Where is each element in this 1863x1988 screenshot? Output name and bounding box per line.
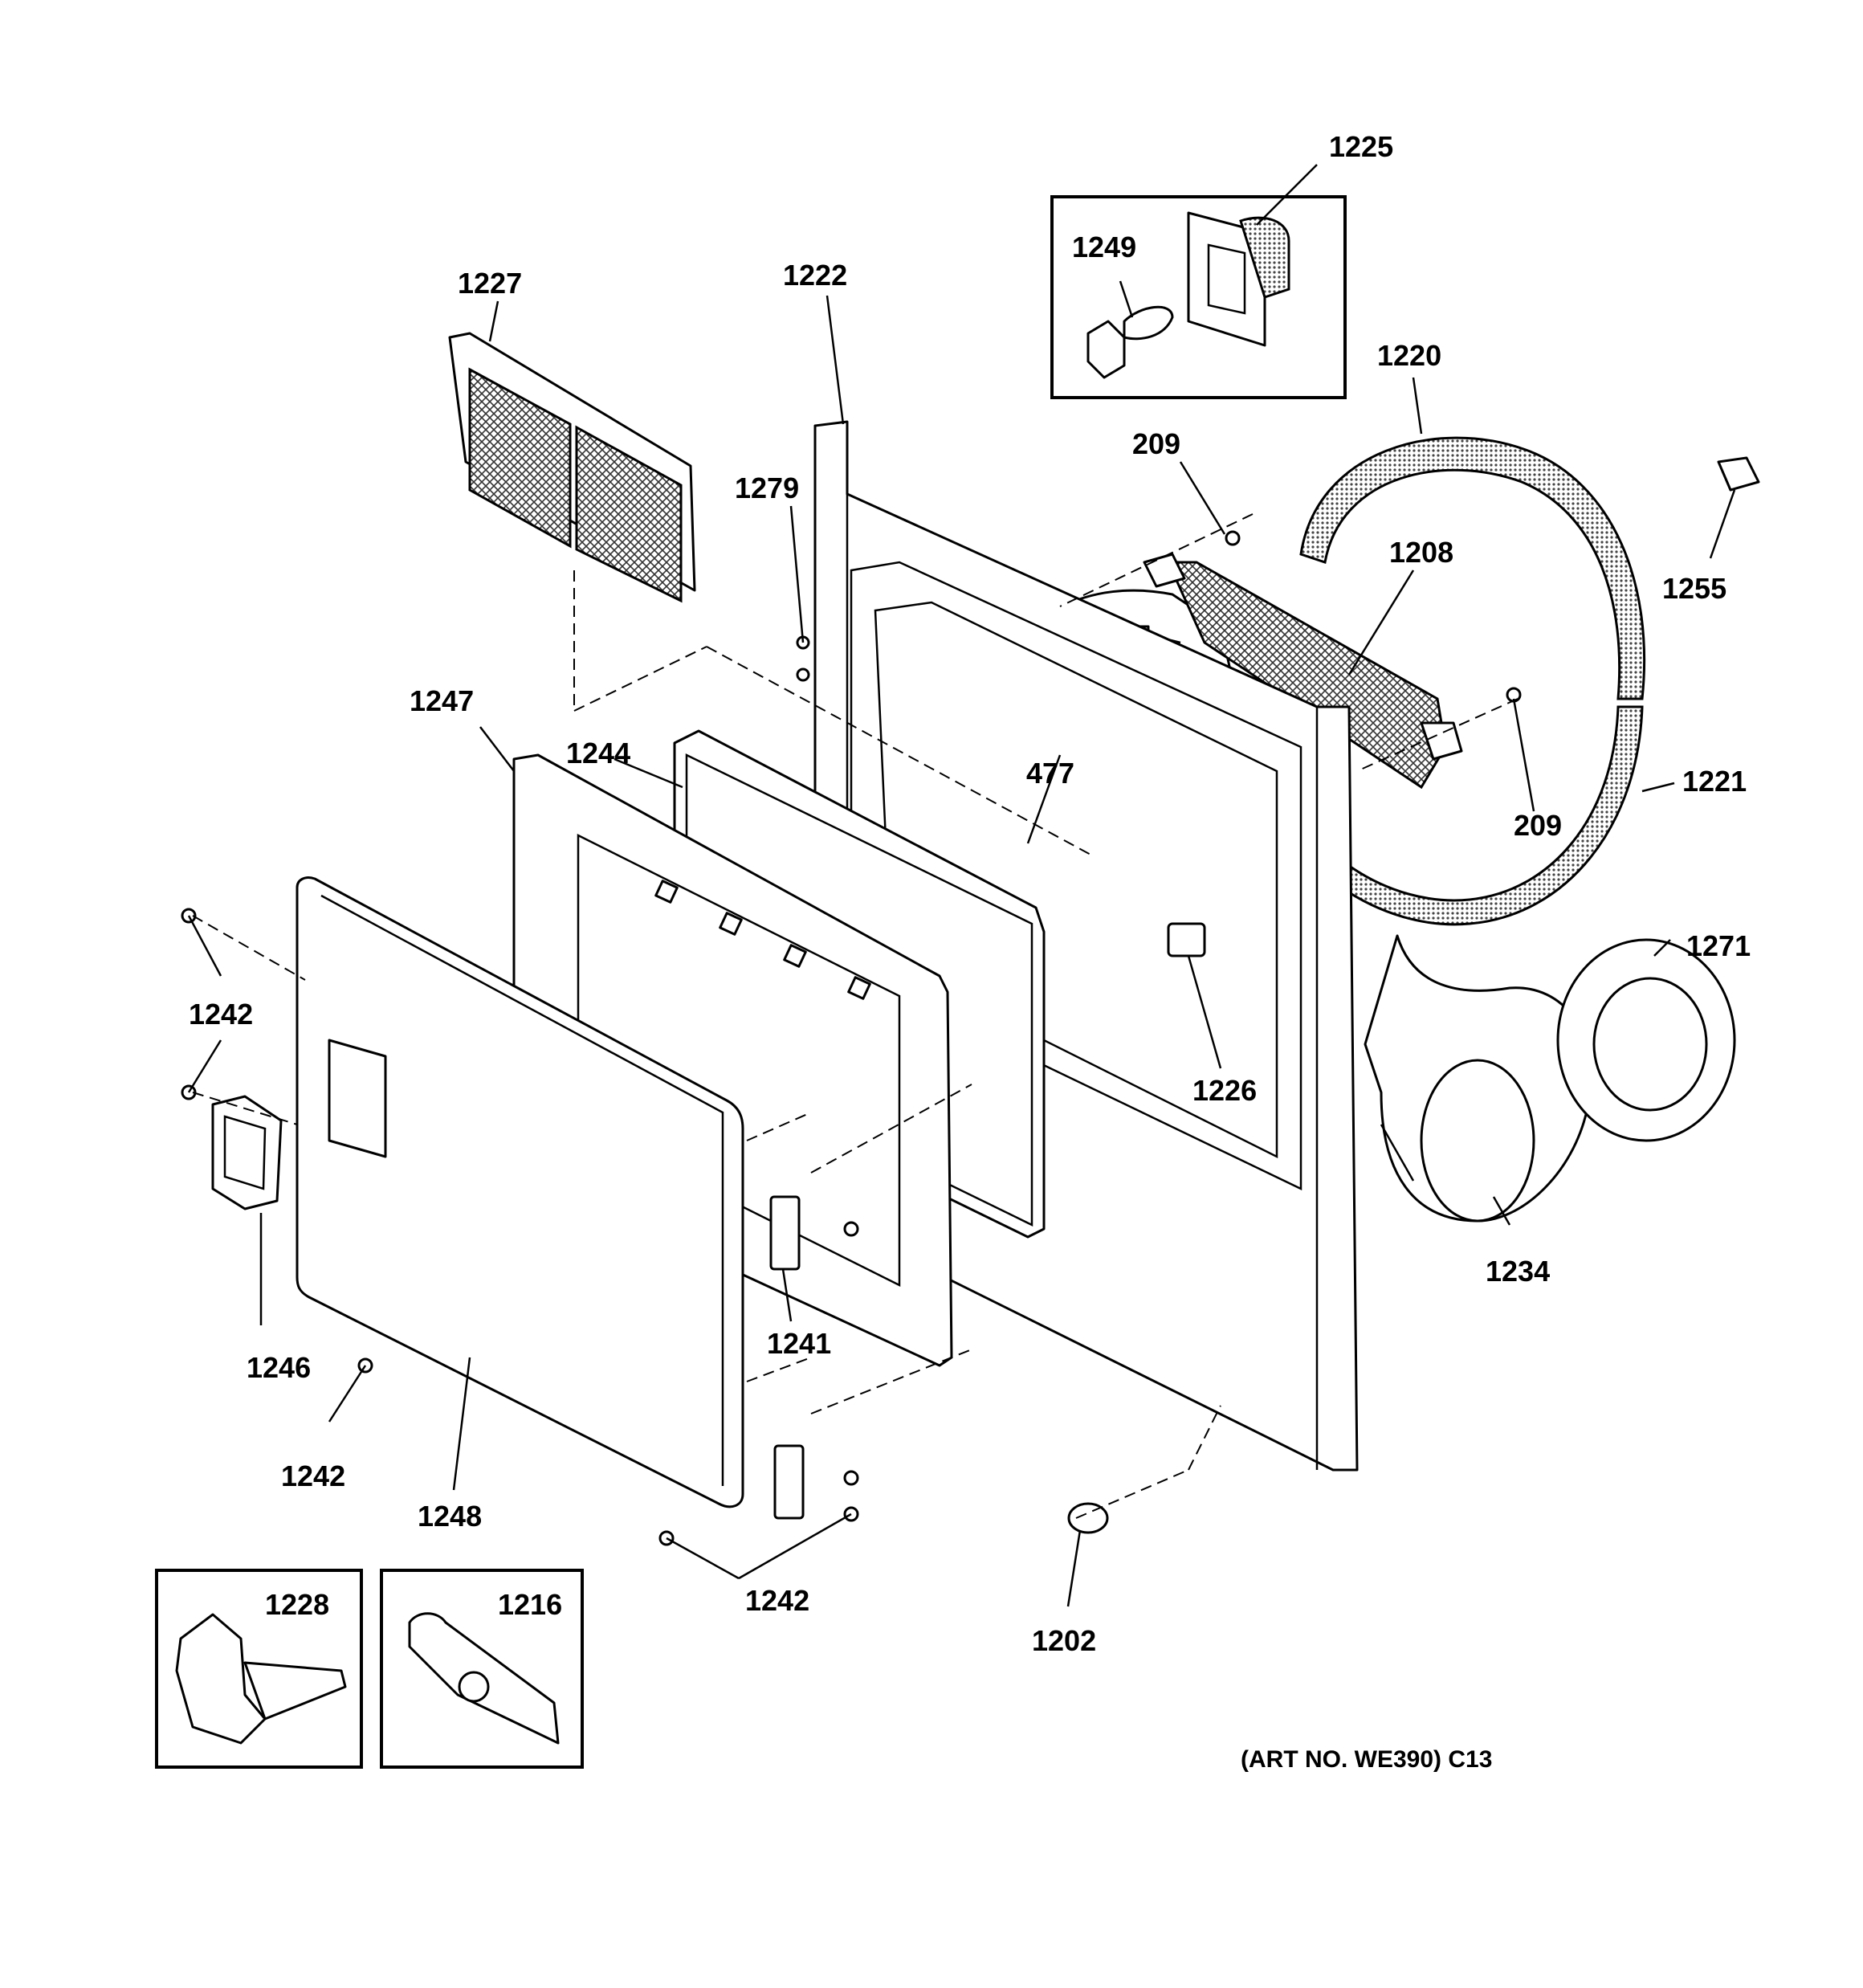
inset-box-1216 (380, 1569, 584, 1769)
label-1228: 1228 (265, 1588, 329, 1621)
label-1271: 1271 (1686, 929, 1751, 962)
lint-filter-1208 (1143, 553, 1463, 790)
outer-door-1248 (296, 876, 744, 1508)
door-hinges-1241 (769, 1195, 805, 1520)
label-1247: 1247 (410, 684, 474, 717)
label-1248: 1248 (418, 1500, 482, 1533)
label-1249: 1249 (1072, 231, 1136, 263)
duct-ring-1271 (1556, 938, 1736, 1142)
label-1216: 1216 (498, 1588, 562, 1621)
filter-grille-1227 (448, 332, 696, 603)
inset-box-1249-1225 (1050, 195, 1347, 399)
clip-1255 (1717, 456, 1760, 492)
label-1221: 1221 (1682, 765, 1747, 798)
door-switch-1226 (1167, 922, 1206, 957)
alignment-lines (192, 513, 1519, 1519)
exhaust-duct-1234 (1364, 934, 1592, 1223)
art-number: (ART NO. WE390) C13 (1241, 1746, 1492, 1773)
leader-lines (187, 164, 1736, 1607)
label-209-top: 209 (1132, 427, 1180, 460)
button-1202 (1067, 1502, 1109, 1534)
label-1226: 1226 (1192, 1074, 1257, 1107)
label-1255: 1255 (1662, 572, 1726, 605)
label-1242-left: 1242 (189, 998, 253, 1031)
label-1202: 1202 (1032, 1624, 1096, 1657)
label-1234: 1234 (1486, 1255, 1550, 1288)
label-477: 477 (1026, 757, 1074, 790)
label-1220: 1220 (1377, 339, 1441, 372)
label-1242-middle: 1242 (281, 1459, 345, 1492)
label-1225: 1225 (1329, 130, 1393, 163)
drum-front-seal-1220 (1299, 436, 1646, 700)
label-1244: 1244 (566, 737, 630, 769)
label-209-bottom: 209 (1514, 809, 1562, 842)
label-1279: 1279 (735, 471, 799, 504)
label-1242-bottom: 1242 (745, 1584, 809, 1617)
label-1241: 1241 (767, 1327, 831, 1360)
label-1222: 1222 (783, 259, 847, 292)
door-handle-1246 (211, 1095, 283, 1210)
label-1246: 1246 (247, 1351, 311, 1384)
part-labels: 1225 1249 1227 1222 1220 209 1279 1208 1… (189, 130, 1751, 1773)
label-1227: 1227 (458, 267, 522, 300)
label-1208: 1208 (1389, 536, 1453, 569)
inset-box-1228 (155, 1569, 363, 1769)
